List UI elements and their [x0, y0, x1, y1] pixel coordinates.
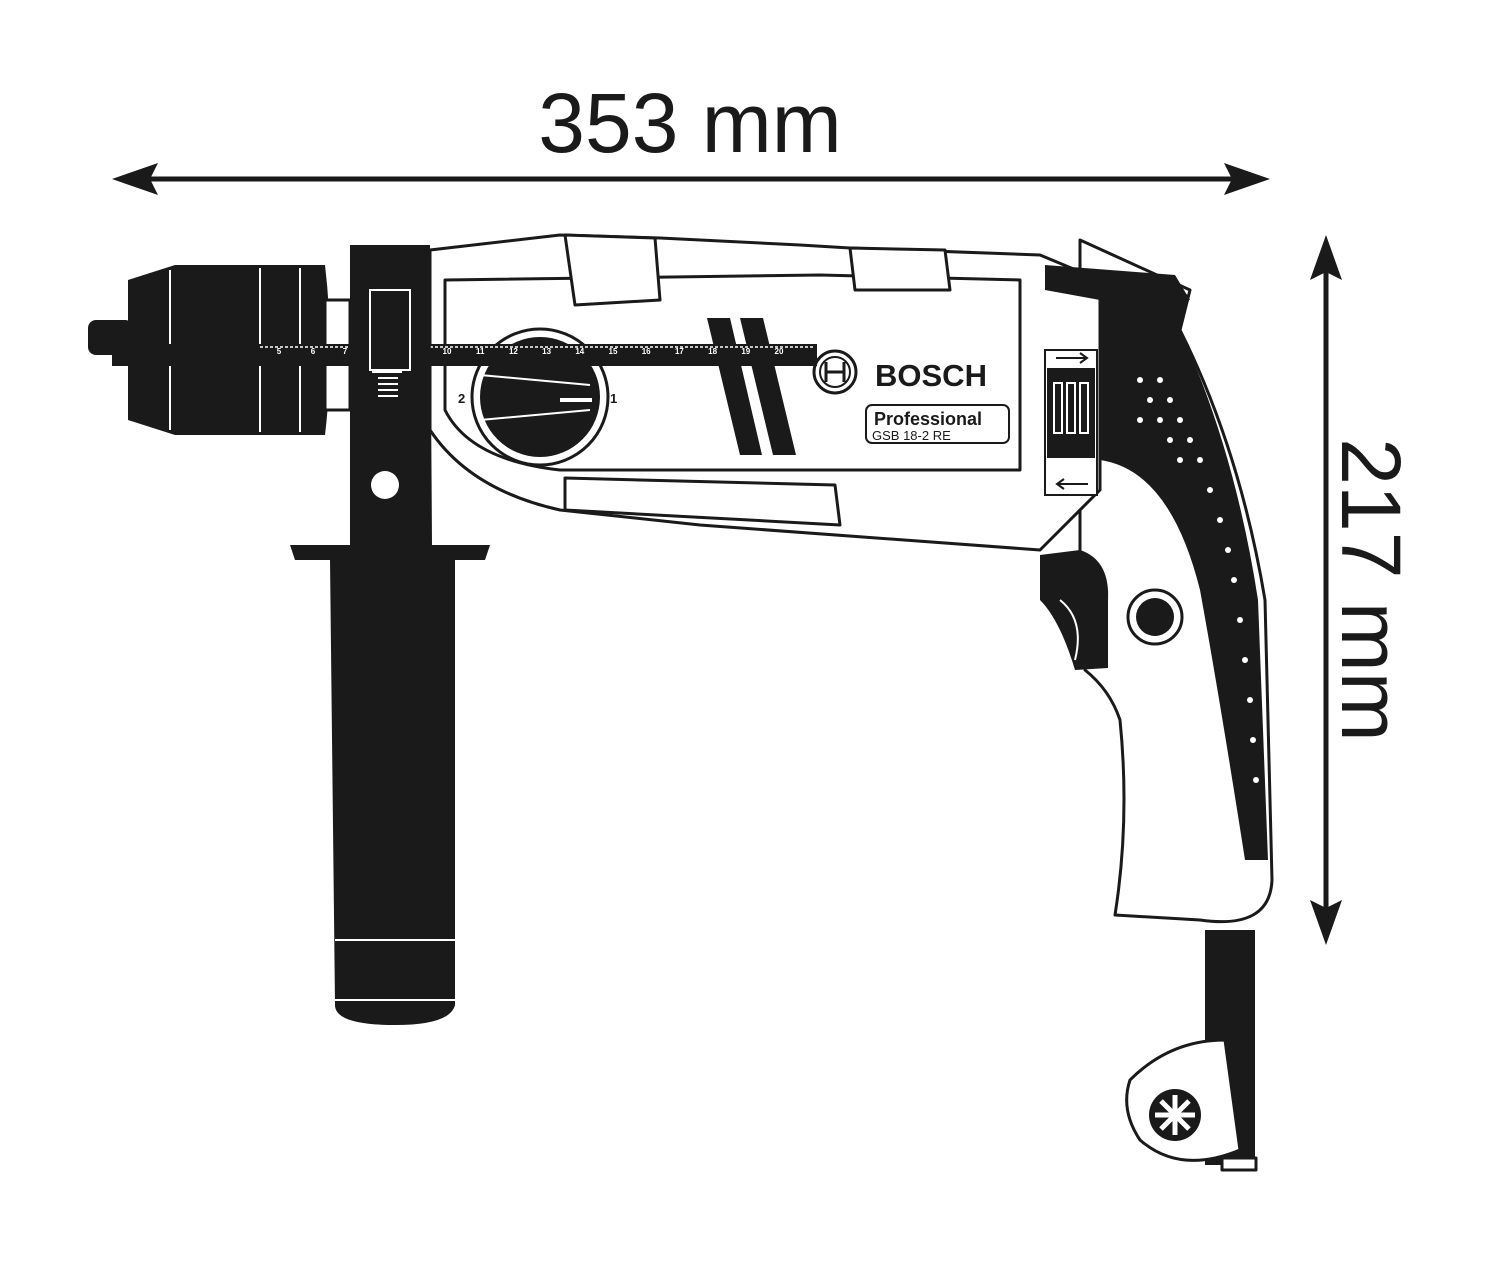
power-cord: [1125, 930, 1258, 1172]
direction-switch[interactable]: [1044, 349, 1098, 496]
scale-tick-label: 10: [443, 347, 452, 356]
grip-dots: [1137, 377, 1259, 783]
width-dimension: 353 mm: [112, 76, 1270, 195]
bosch-logo: BOSCH: [812, 349, 987, 395]
arrow-forward-icon: [1056, 352, 1089, 364]
scale-tick-label: 12: [509, 347, 518, 356]
arrow-reverse-icon: [1055, 478, 1088, 490]
soft-grip: [1100, 280, 1268, 860]
scale-front-ticks: 5 6 7: [277, 347, 348, 356]
trigger[interactable]: [1040, 550, 1109, 670]
scale-tick-label: 14: [575, 347, 584, 356]
scale-tick-label: 18: [708, 347, 717, 356]
depth-stop[interactable]: 5 6 7 10 11 12 13 14 15 16 17 18 19 20: [112, 344, 817, 366]
model-number: GSB 18-2 RE: [872, 428, 951, 443]
gear-label-1: 1: [610, 391, 617, 406]
arrow-up-icon: [1310, 235, 1342, 280]
scale-tick-label: 15: [609, 347, 618, 356]
scale-tick-label: 11: [476, 347, 485, 356]
scale-tick-label: 16: [642, 347, 651, 356]
scale-tick-label: 5: [277, 347, 282, 356]
main-handle: [1040, 238, 1274, 924]
model-badge: Professional GSB 18-2 RE: [865, 404, 1010, 444]
product-line: Professional: [874, 409, 982, 429]
height-dimension: 217 mm: [1310, 235, 1418, 945]
scale-tick-label: 7: [343, 347, 348, 356]
scale-tick-label: 17: [675, 347, 684, 356]
scale-rear-ticks: 10 11 12 13 14 15 16 17 18 19 20: [443, 347, 784, 356]
brand-name: BOSCH: [875, 358, 987, 393]
drill-body: 2 1 BOSCH Professional GSB 18-2 RE: [428, 233, 1190, 552]
scale-tick-label: 20: [775, 347, 784, 356]
width-label: 353 mm: [538, 76, 841, 170]
height-label: 217 mm: [1324, 438, 1418, 741]
scale-tick-label: 13: [542, 347, 551, 356]
arrow-right-icon: [1224, 163, 1270, 195]
arrow-left-icon: [112, 163, 158, 195]
auxiliary-handle[interactable]: [290, 245, 490, 1025]
arrow-down-icon: [1310, 900, 1342, 945]
scale-tick-label: 19: [741, 347, 750, 356]
scale-tick-label: 6: [311, 347, 316, 356]
gear-label-2: 2: [458, 391, 465, 406]
